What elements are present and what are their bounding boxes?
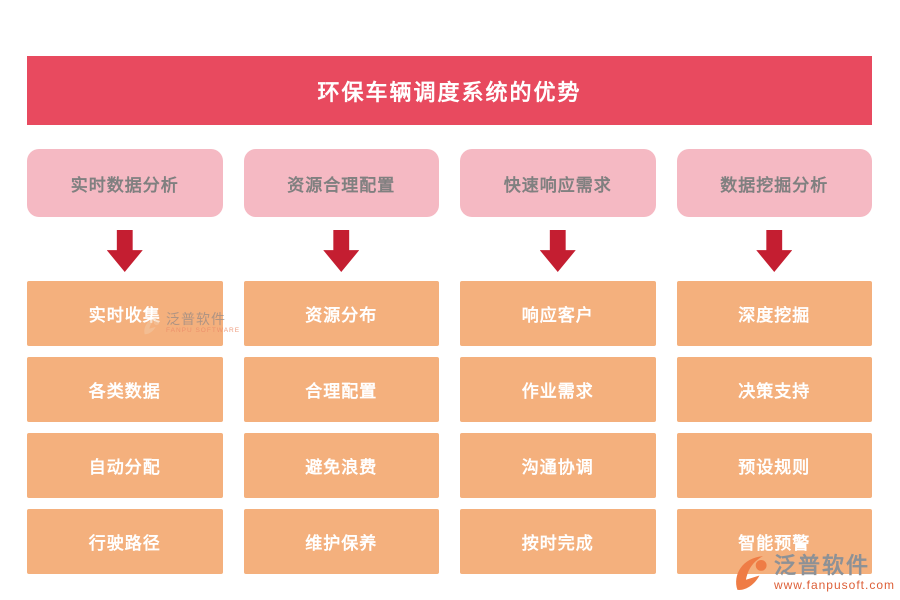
title-banner: 环保车辆调度系统的优势: [27, 56, 872, 125]
item-label: 作业需求: [521, 382, 594, 401]
item-box: 按时完成: [460, 509, 656, 574]
column-resource-allocation: 资源合理配置 资源分布 合理配置 避免浪费 维护保养: [243, 149, 439, 574]
fanpu-url[interactable]: www.fanpusoft.com: [773, 578, 895, 592]
item-box: 决策支持: [676, 357, 872, 422]
category-box: 资源合理配置: [243, 149, 439, 217]
category-box: 快速响应需求: [460, 149, 656, 217]
category-label: 资源合理配置: [287, 175, 396, 195]
arrow-down-icon: [323, 230, 360, 272]
category-label: 实时数据分析: [70, 175, 179, 195]
item-label: 实时收集: [88, 306, 161, 325]
item-box: 实时收集: [27, 281, 223, 346]
item-label: 沟通协调: [521, 458, 594, 477]
item-box: 深度挖掘: [676, 281, 872, 346]
item-box: 沟通协调: [460, 433, 656, 498]
item-label: 按时完成: [521, 534, 594, 553]
item-label: 预设规则: [738, 458, 811, 477]
item-box: 自动分配: [27, 433, 223, 498]
arrow-down-icon: [106, 230, 143, 272]
item-box: 维护保养: [243, 509, 439, 574]
category-box: 数据挖掘分析: [676, 149, 872, 217]
item-box: 预设规则: [676, 433, 872, 498]
fanpu-name: 泛普软件: [773, 553, 870, 578]
item-label: 各类数据: [88, 382, 161, 401]
category-label: 快速响应需求: [503, 175, 612, 195]
item-label: 响应客户: [521, 306, 594, 325]
category-box: 实时数据分析: [27, 149, 223, 217]
item-box: 合理配置: [243, 357, 439, 422]
item-label: 行驶路径: [88, 534, 161, 553]
column-fast-response: 快速响应需求 响应客户 作业需求 沟通协调 按时完成: [460, 149, 656, 574]
item-box: 行驶路径: [27, 509, 223, 574]
item-label: 合理配置: [305, 382, 378, 401]
fanpu-watermark-footer: 泛普软件 www.fanpusoft.com: [730, 551, 895, 595]
arrow-down-icon: [539, 230, 576, 272]
arrow-down-icon: [756, 230, 793, 272]
item-box: 作业需求: [460, 357, 656, 422]
fanpu-logo-icon: [736, 556, 767, 591]
item-label: 资源分布: [305, 306, 378, 325]
item-label: 智能预警: [738, 534, 811, 553]
item-box: 各类数据: [27, 357, 223, 422]
item-label: 自动分配: [88, 458, 161, 477]
item-box: 资源分布: [243, 281, 439, 346]
column-data-mining: 数据挖掘分析 深度挖掘 决策支持 预设规则 智能预警: [676, 149, 872, 574]
item-box: 避免浪费: [243, 433, 439, 498]
columns-board: 实时数据分析 实时收集 各类数据 自动分配 行驶路径 资源合理配置 资源分布 合…: [27, 149, 872, 574]
item-label: 避免浪费: [305, 458, 378, 477]
page-title: 环保车辆调度系统的优势: [317, 79, 582, 105]
item-label: 决策支持: [738, 382, 811, 401]
item-label: 维护保养: [305, 534, 378, 553]
column-realtime-analysis: 实时数据分析 实时收集 各类数据 自动分配 行驶路径: [27, 149, 223, 574]
item-box: 智能预警: [676, 509, 872, 574]
item-label: 深度挖掘: [738, 306, 811, 325]
category-label: 数据挖掘分析: [720, 175, 829, 195]
item-box: 响应客户: [460, 281, 656, 346]
